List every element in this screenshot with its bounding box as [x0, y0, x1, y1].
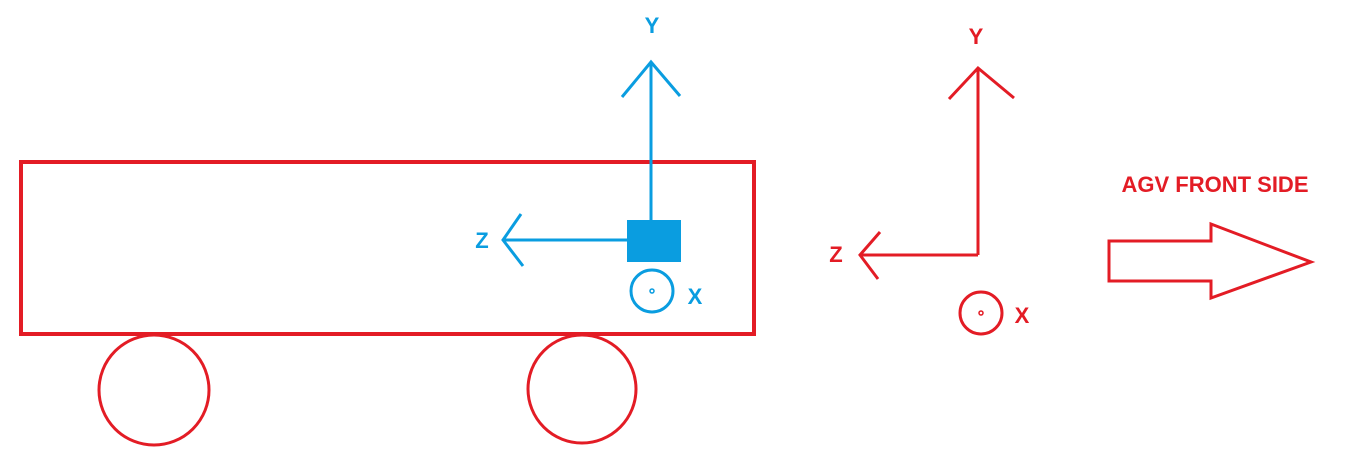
reference-x-axis-dot — [978, 310, 984, 316]
agv-rear-wheel — [97, 333, 211, 447]
agv-body — [19, 160, 756, 336]
sensor-z-label: Z — [475, 228, 488, 253]
reference-y-label: Y — [969, 24, 984, 49]
reference-frame: Y Z X — [829, 24, 1030, 336]
sensor-x-axis-circle — [629, 268, 675, 314]
reference-z-arrowhead — [858, 231, 882, 280]
front-side-label: AGV FRONT SIDE — [1121, 172, 1308, 197]
sensor-y-label: Y — [645, 13, 660, 38]
reference-y-arrowhead — [947, 65, 1015, 101]
arrow-right-icon — [1107, 221, 1316, 301]
sensor-y-arrowhead — [620, 59, 682, 98]
reference-x-label: X — [1015, 303, 1030, 328]
sensor-x-label: X — [688, 284, 703, 309]
reference-x-axis-circle — [958, 290, 1004, 336]
reference-z-label: Z — [829, 242, 842, 267]
sensor-x-axis-dot — [649, 288, 655, 294]
agv-front-wheel — [526, 333, 638, 445]
sensor-frame: Y Z X — [475, 13, 703, 314]
sensor-z-arrowhead — [501, 213, 525, 267]
sensor-box — [627, 220, 681, 262]
